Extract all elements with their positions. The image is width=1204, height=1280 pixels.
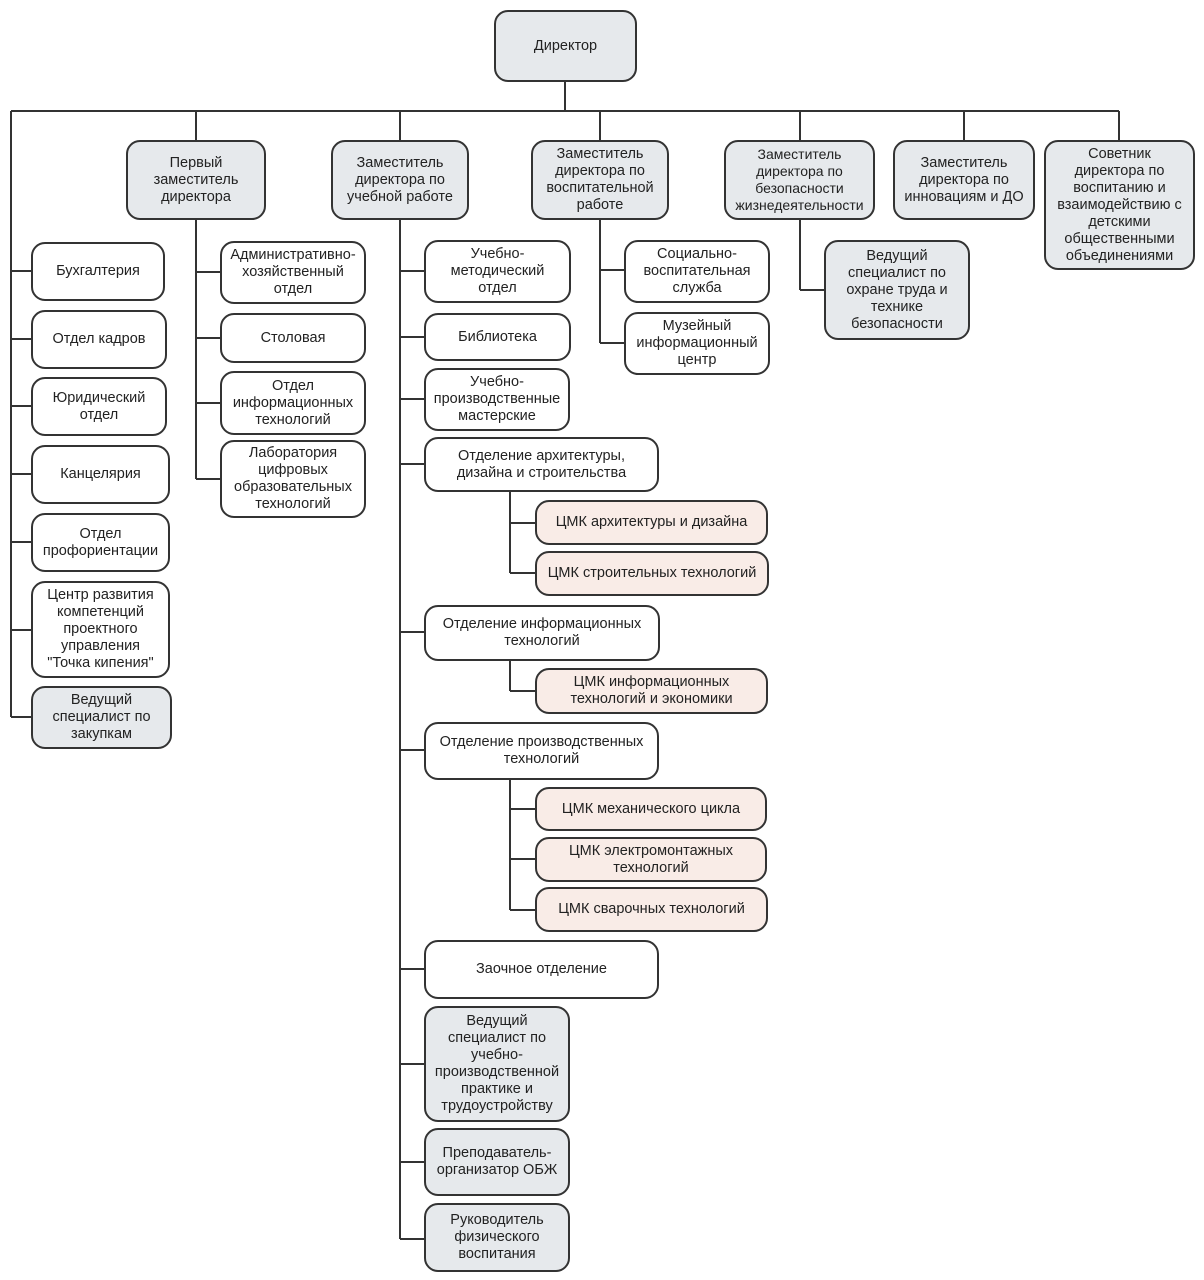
node-cmk-elec: ЦМК электромонтажных технологий [535,837,767,882]
node-canteen: Столовая [220,313,366,363]
node-advisor: Советник директора по воспитанию и взаим… [1044,140,1195,270]
node-labor-safety: Ведущий специалист по охране труда и тех… [824,240,970,340]
node-workshops: Учебно- производственные мастерские [424,368,570,431]
node-cmk-mech: ЦМК механического цикла [535,787,767,831]
node-deputy-academic: Заместитель директора по учебной работе [331,140,469,220]
node-social-service: Социально- воспитательная служба [624,240,770,303]
node-boiling-point: Центр развития компетенций проектного уп… [31,581,170,678]
node-cmk-it: ЦМК информационных технологий и экономик… [535,668,768,714]
node-cmk-weld: ЦМК сварочных технологий [535,887,768,932]
node-pe-head: Руководитель физического воспитания [424,1203,570,1272]
node-office: Канцелярия [31,445,170,504]
node-museum: Музейный информационный центр [624,312,770,375]
node-legal: Юридический отдел [31,377,167,436]
node-it-dept: Отдел информационных технологий [220,371,366,435]
node-it-division: Отделение информационных технологий [424,605,660,661]
node-distance: Заочное отделение [424,940,659,999]
node-procurement: Ведущий специалист по закупкам [31,686,172,749]
node-practice-spec: Ведущий специалист по учебно- производст… [424,1006,570,1122]
node-deputy-upbringing: Заместитель директора по воспитательной … [531,140,669,220]
node-deputy-safety: Заместитель директора по безопасности жи… [724,140,875,220]
node-prod-division: Отделение производственных технологий [424,722,659,780]
node-arch-division: Отделение архитектуры, дизайна и строите… [424,437,659,492]
node-admin-dept: Административно- хозяйственный отдел [220,241,366,304]
node-director: Директор [494,10,637,82]
node-digital-lab: Лаборатория цифровых образовательных тех… [220,440,366,518]
node-cmk-arch: ЦМК архитектуры и дизайна [535,500,768,545]
node-obzh: Преподаватель- организатор ОБЖ [424,1128,570,1196]
node-first-deputy: Первый заместитель директора [126,140,266,220]
node-deputy-innovation: Заместитель директора по инновациям и ДО [893,140,1035,220]
node-library: Библиотека [424,313,571,361]
node-hr: Отдел кадров [31,310,167,369]
node-method-dept: Учебно- методический отдел [424,240,571,303]
node-accounting: Бухгалтерия [31,242,165,301]
node-career: Отдел профориентации [31,513,170,572]
node-cmk-constr: ЦМК строительных технологий [535,551,769,596]
